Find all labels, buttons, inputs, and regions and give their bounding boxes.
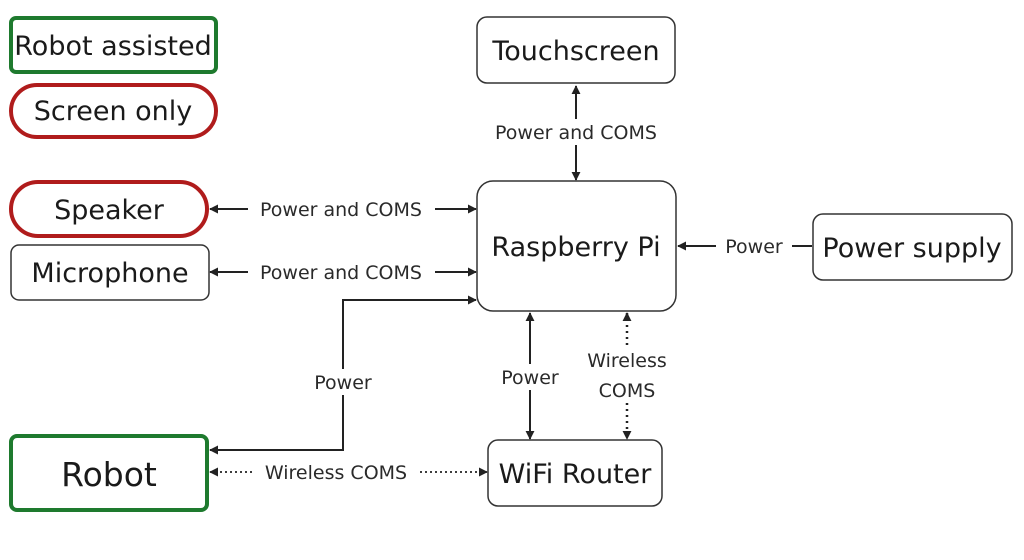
speaker-label: Speaker: [54, 195, 165, 226]
pi-robot-label: Power: [314, 372, 372, 394]
speaker-pi-label: Power and COMS: [260, 199, 422, 221]
node-wifi-router: WiFi Router: [487, 439, 663, 507]
wifi-router-label: WiFi Router: [499, 459, 653, 490]
legend-robot-assisted: Robot assisted: [9, 16, 218, 74]
robot-label: Robot: [61, 455, 157, 494]
node-robot: Robot: [9, 434, 209, 512]
legend-robot-assisted-label: Robot assisted: [14, 31, 211, 62]
raspberry-pi-label: Raspberry Pi: [491, 232, 660, 263]
node-microphone: Microphone: [10, 244, 210, 301]
node-speaker: Speaker: [9, 180, 209, 238]
node-power-supply: Power supply: [812, 213, 1013, 281]
touchscreen-pi-label: Power and COMS: [495, 122, 657, 144]
supply-pi-label: Power: [725, 236, 783, 258]
touchscreen-label: Touchscreen: [491, 36, 659, 67]
microphone-pi-label: Power and COMS: [260, 262, 422, 284]
node-raspberry-pi: Raspberry Pi: [476, 180, 677, 312]
edge-labels: Power and COMS Power and COMS Power and …: [248, 119, 792, 485]
power-supply-label: Power supply: [822, 233, 1001, 264]
robot-router-label: Wireless COMS: [265, 462, 407, 484]
legend: Robot assisted Screen only: [9, 16, 218, 139]
microphone-label: Microphone: [31, 258, 188, 289]
pi-router-power-label: Power: [501, 367, 559, 389]
legend-screen-only: Screen only: [9, 83, 218, 139]
pi-router-wireless-label-line2: COMS: [599, 380, 656, 402]
node-touchscreen: Touchscreen: [476, 16, 676, 84]
legend-screen-only-label: Screen only: [34, 96, 193, 127]
pi-router-wireless-label-line1: Wireless: [587, 350, 667, 372]
